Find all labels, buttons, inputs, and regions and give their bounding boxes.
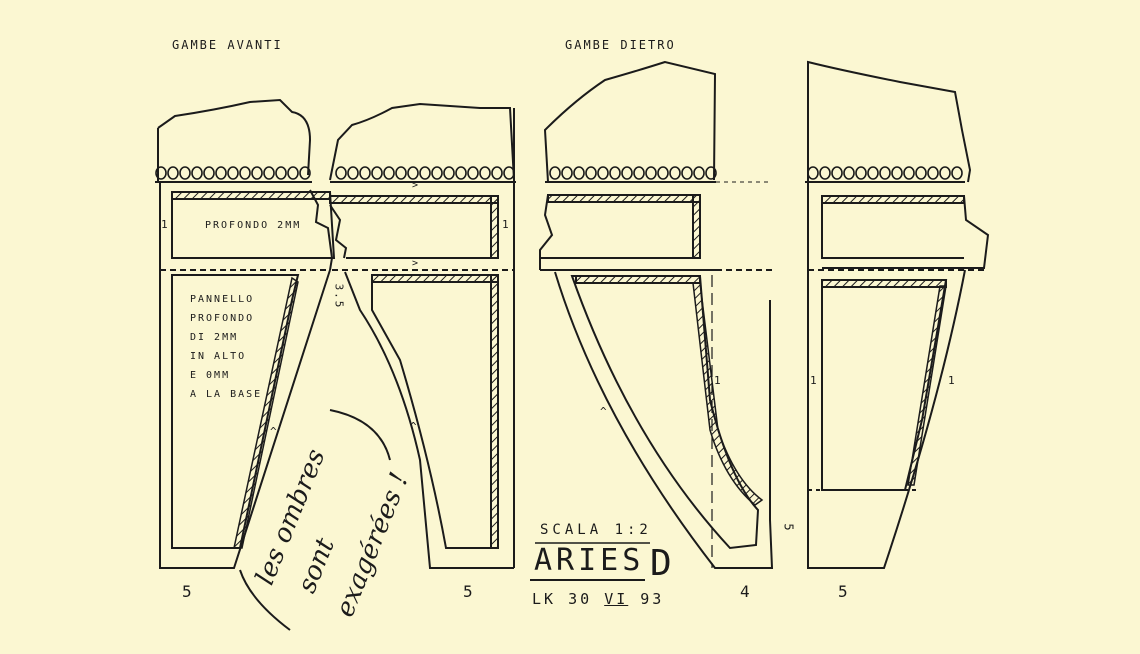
bead: [251, 166, 263, 180]
piece-number-4: 5: [838, 582, 848, 601]
bead: [491, 166, 503, 180]
bead: [843, 166, 855, 180]
bead: [939, 166, 951, 180]
bead-rows: [155, 166, 963, 180]
bead: [479, 166, 491, 180]
front-leg-left: [155, 98, 336, 569]
mark-1-a: 1: [161, 218, 168, 231]
bead: [633, 166, 645, 180]
bead: [693, 166, 705, 180]
bead: [359, 166, 371, 180]
mark-1-d: 1: [948, 374, 955, 387]
title-block-rules: [530, 542, 650, 581]
bead: [669, 166, 681, 180]
bead: [903, 166, 915, 180]
bead: [915, 166, 927, 180]
bead: [167, 166, 179, 180]
bead: [239, 166, 251, 180]
mark-1-b: 1: [502, 218, 509, 231]
bead: [621, 166, 633, 180]
bead: [383, 166, 395, 180]
project-name: ARIES: [534, 543, 645, 578]
front-leg-right: [329, 102, 516, 569]
piece-number-3: 4: [740, 582, 750, 601]
bead: [855, 166, 867, 180]
bead: [287, 166, 299, 180]
bead: [831, 166, 843, 180]
bead: [179, 166, 191, 180]
bead: [215, 166, 227, 180]
bead: [203, 166, 215, 180]
bead: [657, 166, 669, 180]
bead: [431, 166, 443, 180]
back-leg-left: [539, 60, 774, 569]
bead: [549, 166, 561, 180]
back-leg-right: [805, 60, 990, 569]
arrow-mark-c: ^: [270, 425, 279, 438]
bead: [155, 166, 167, 180]
bead: [879, 166, 891, 180]
bead: [467, 166, 479, 180]
panel-note: PANNELLO PROFONDO DI 2MM IN ALTO E 0MM A…: [190, 294, 263, 400]
bead: [191, 166, 203, 180]
piece-number-1: 5: [182, 582, 192, 601]
bead: [645, 166, 657, 180]
bead: [681, 166, 693, 180]
gap-dimension: 3.5: [332, 283, 346, 310]
bead: [347, 166, 359, 180]
bead: [395, 166, 407, 180]
bead: [263, 166, 275, 180]
bead: [819, 166, 831, 180]
bead: [807, 166, 819, 180]
title-front-legs: GAMBE AVANTI: [172, 38, 283, 52]
piece-number-2: 5: [463, 582, 473, 601]
handwritten-bracket: [239, 409, 391, 631]
bead: [455, 166, 467, 180]
bead: [561, 166, 573, 180]
bead: [407, 166, 419, 180]
arrow-mark-d: ^: [410, 420, 419, 433]
bead: [573, 166, 585, 180]
bead: [609, 166, 621, 180]
reference-line: LK 30 VI 93: [532, 590, 665, 608]
bead: [443, 166, 455, 180]
bead: [585, 166, 597, 180]
bead: [891, 166, 903, 180]
bead: [275, 166, 287, 180]
project-variant: D: [650, 543, 676, 584]
bead: [503, 166, 515, 180]
arrow-mark-a: >: [412, 180, 421, 191]
bead: [227, 166, 239, 180]
scale-label: SCALA 1:2: [540, 522, 652, 538]
bead: [867, 166, 879, 180]
arrow-mark-e: ^: [600, 405, 609, 418]
mark-1-c: 1: [810, 374, 817, 387]
bead: [419, 166, 431, 180]
bead: [951, 166, 963, 180]
bead: [927, 166, 939, 180]
arrow-mark-b: >: [412, 258, 421, 269]
title-back-legs: GAMBE DIETRO: [565, 38, 676, 52]
bead: [335, 166, 347, 180]
bead: [299, 166, 311, 180]
bead: [371, 166, 383, 180]
bead: [705, 166, 717, 180]
bead: [597, 166, 609, 180]
mark-1-e: 1: [714, 374, 721, 387]
depth-note: PROFONDO 2MM: [205, 220, 302, 231]
piece-number-side: 5: [781, 523, 796, 531]
